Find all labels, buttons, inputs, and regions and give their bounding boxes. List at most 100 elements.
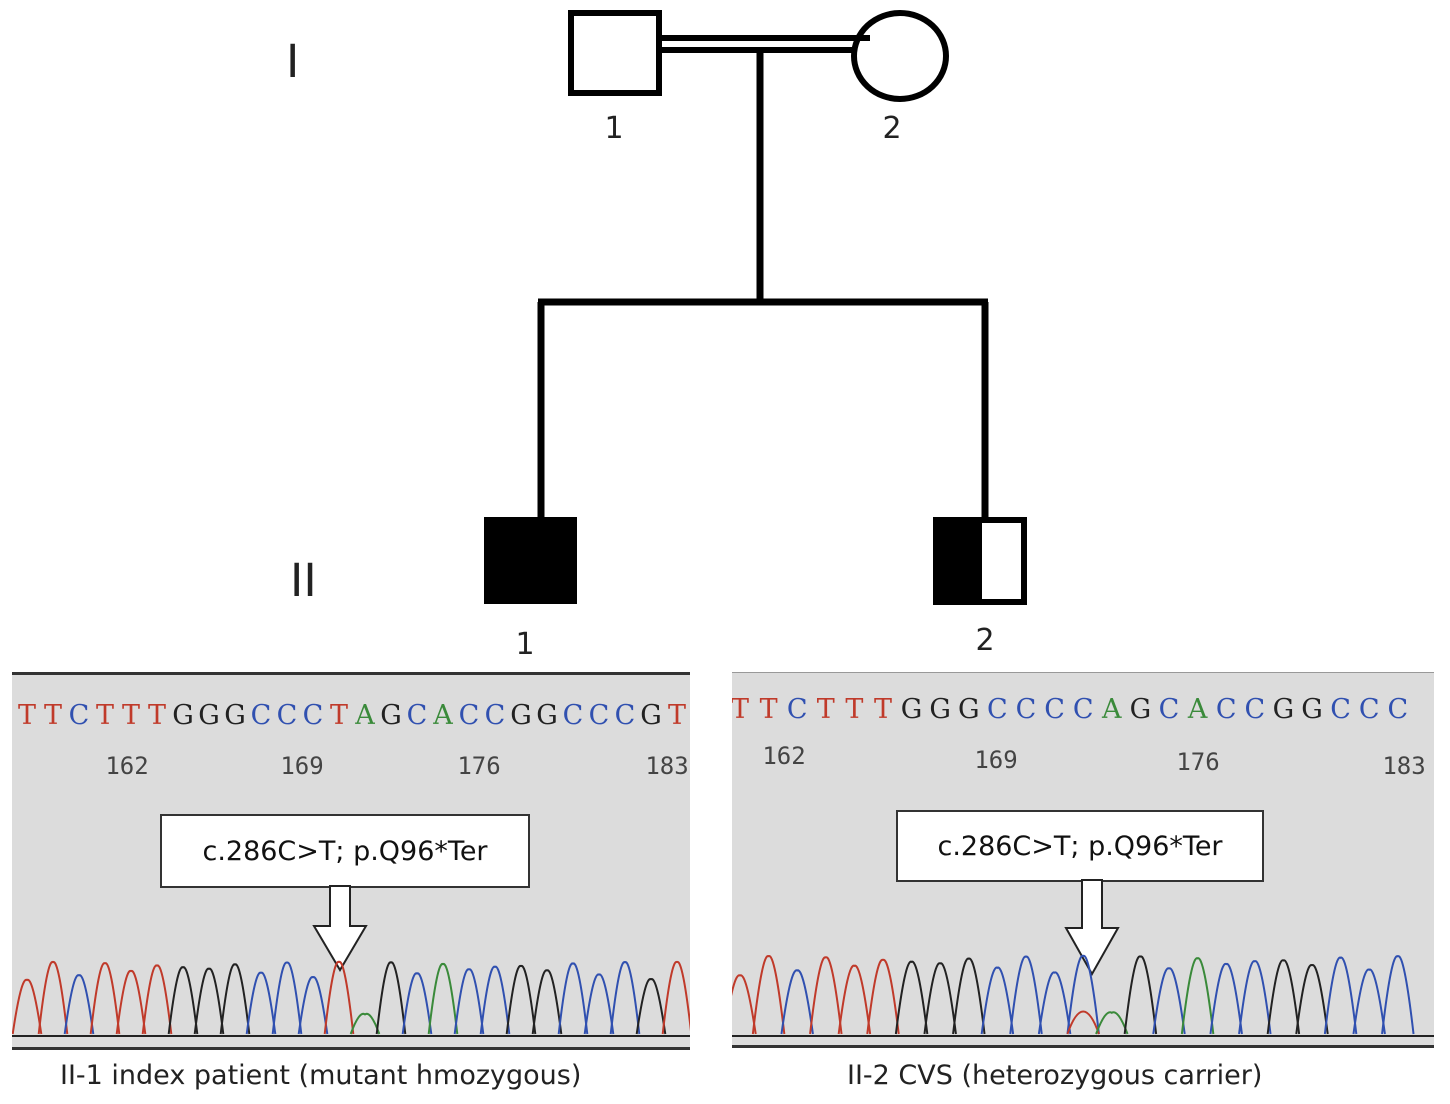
- position-label-176: 176: [1176, 748, 1220, 776]
- pedigree-chart: [484, 10, 1027, 605]
- individual-label-I-1: 1: [604, 111, 624, 146]
- base-call: C: [1358, 694, 1380, 725]
- base-call: C: [588, 700, 610, 731]
- base-call: G: [1272, 694, 1295, 725]
- base-call: C: [458, 700, 480, 731]
- trace-peak: [349, 1012, 381, 1035]
- position-label-169: 169: [280, 752, 324, 780]
- chromatogram-trace: [732, 879, 1434, 1037]
- base-call: A: [1187, 694, 1208, 725]
- base-call: G: [900, 694, 923, 725]
- trace-peak: [732, 974, 757, 1035]
- trace-peak: [1037, 971, 1072, 1035]
- trace-peak: [1238, 960, 1272, 1035]
- trace-peak: [1180, 957, 1215, 1035]
- panel-bottom-border: [732, 1045, 1434, 1048]
- position-label-162: 162: [105, 752, 149, 780]
- base-call: G: [380, 700, 402, 731]
- base-call: G: [640, 700, 662, 731]
- base-call: G: [1129, 694, 1152, 725]
- trace-peak: [894, 960, 929, 1035]
- base-call: C: [1072, 694, 1094, 725]
- base-call: T: [816, 694, 835, 725]
- base-call: T: [95, 700, 115, 731]
- trace-peak: [1095, 1011, 1129, 1035]
- position-label-183: 183: [1382, 752, 1426, 780]
- trace-peak: [297, 976, 329, 1035]
- base-call: C: [1015, 694, 1037, 725]
- mutation-arrow: [312, 885, 368, 972]
- trace-peak: [89, 962, 121, 1035]
- base-call: G: [510, 700, 532, 731]
- base-call: C: [1158, 694, 1180, 725]
- individual-I-1-male-symbol: [568, 10, 662, 96]
- base-call: C: [1244, 694, 1266, 725]
- individual-label-I-2: 2: [882, 111, 902, 146]
- panel-top-border: [732, 672, 1434, 673]
- trace-peak: [375, 961, 407, 1035]
- base-call: T: [667, 700, 687, 731]
- position-label-183: 183: [645, 752, 689, 780]
- trace-peak: [635, 978, 667, 1035]
- base-call: T: [873, 694, 893, 725]
- trace-peak: [583, 973, 615, 1035]
- caption-cvs-carrier: II-2 CVS (heterozygous carrier): [847, 1060, 1263, 1091]
- base-call: A: [355, 700, 375, 731]
- trace-peak: [505, 965, 537, 1035]
- trace-peak: [245, 971, 277, 1035]
- panel-bottom-border: [12, 1047, 690, 1050]
- base-call: C: [250, 700, 272, 731]
- position-label-169: 169: [974, 746, 1018, 774]
- base-call: T: [17, 700, 37, 731]
- trace-peak: [952, 957, 986, 1035]
- trace-peak: [1352, 968, 1386, 1035]
- trace-peak: [1295, 964, 1329, 1035]
- trace-peak: [1123, 955, 1158, 1035]
- base-call: A: [433, 700, 453, 731]
- trace-peak: [323, 960, 355, 1035]
- trace-peak: [141, 964, 173, 1035]
- trace-peak: [557, 962, 589, 1035]
- trace-peak: [12, 978, 43, 1035]
- base-call: T: [121, 700, 141, 731]
- trace-peak: [401, 972, 433, 1035]
- trace-peak: [479, 965, 511, 1035]
- chromatogram-trace: [12, 885, 690, 1037]
- base-call: C: [614, 700, 636, 731]
- base-call: T: [759, 694, 778, 725]
- trace-peak: [63, 974, 95, 1035]
- base-call: T: [147, 700, 167, 731]
- base-call: C: [1330, 694, 1351, 725]
- individual-II-1-affected-male-symbol: [484, 517, 577, 604]
- trace-peak: [1381, 955, 1415, 1035]
- base-call: C: [1215, 694, 1237, 725]
- trace-peak: [531, 969, 563, 1035]
- trace-peak: [809, 956, 843, 1035]
- trace-peak: [219, 963, 251, 1035]
- trace-peak: [193, 967, 225, 1035]
- trace-peak: [866, 958, 900, 1035]
- carrier-half-fill: [936, 520, 982, 602]
- base-call: G: [536, 700, 558, 731]
- trace-peak: [980, 966, 1015, 1035]
- trace-peak: [837, 964, 872, 1035]
- base-call: C: [1044, 694, 1065, 725]
- base-call: T: [845, 694, 864, 725]
- base-call: A: [1102, 694, 1122, 725]
- mutation-callout: c.286C>T; p.Q96*Ter: [160, 814, 530, 888]
- trace-peak: [37, 961, 69, 1035]
- base-call: C: [1387, 694, 1409, 725]
- position-label-162: 162: [762, 742, 806, 770]
- trace-peak: [271, 961, 303, 1035]
- trace-peak: [609, 961, 641, 1035]
- trace-peak: [167, 966, 199, 1035]
- base-call: G: [1301, 694, 1323, 725]
- base-call: G: [198, 700, 220, 731]
- position-label-176: 176: [457, 752, 501, 780]
- individual-I-2-female-symbol: [851, 10, 949, 102]
- base-call: C: [68, 700, 90, 731]
- base-call: C: [786, 694, 808, 725]
